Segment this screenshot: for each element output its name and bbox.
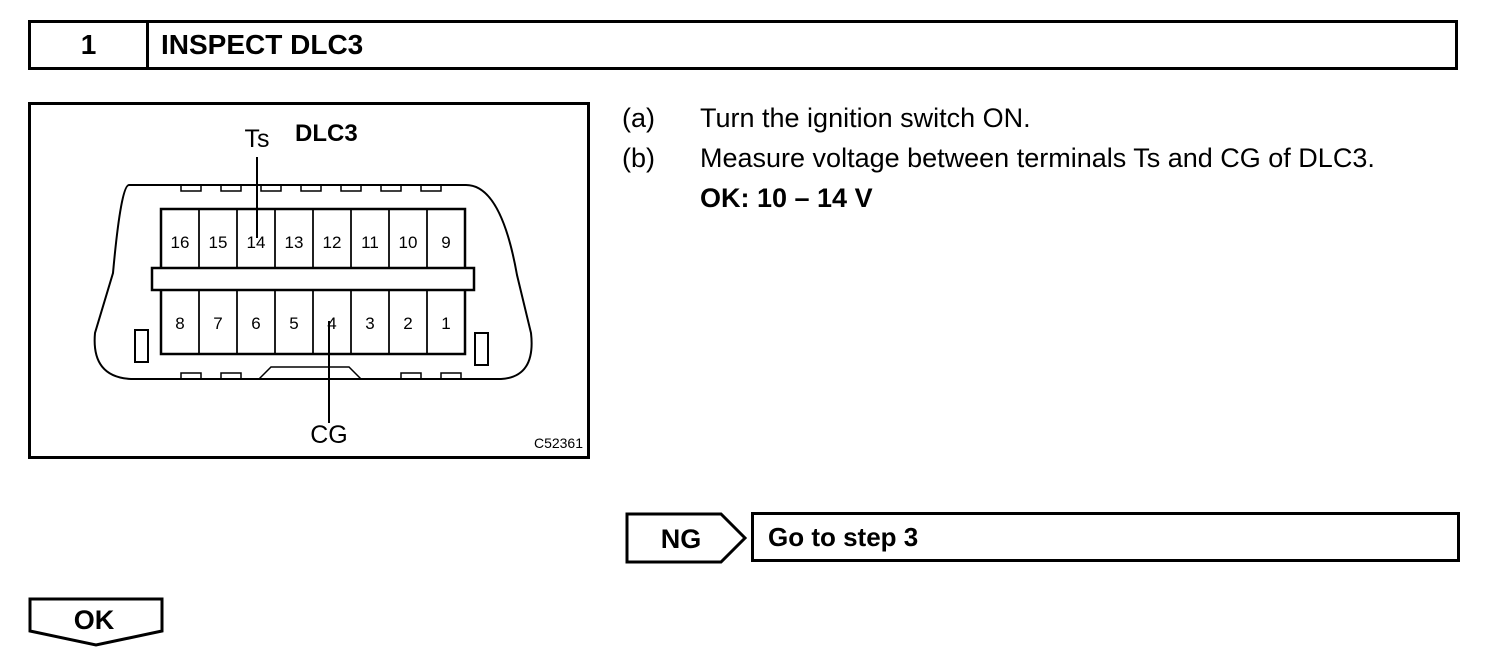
top-pin-row: 16 15 14 13 12 11 10 9 bbox=[160, 208, 466, 269]
dlc3-connector-diagram: 16 15 14 13 12 11 10 9 8 7 6 5 4 3 2 1 Ts DLC3 CG C523… bbox=[93, 120, 583, 451]
pin-number: 9 bbox=[441, 233, 450, 252]
pin-number: 14 bbox=[247, 233, 266, 252]
pin-cell bbox=[426, 289, 466, 355]
pin-number: 15 bbox=[209, 233, 228, 252]
pin-number: 4 bbox=[327, 314, 336, 333]
instruction-b: (b) Measure voltage between terminals Ts… bbox=[622, 138, 1482, 178]
figure-title: DLC3 bbox=[295, 120, 358, 147]
right-latch bbox=[474, 332, 489, 366]
instructions: (a) Turn the ignition switch ON. (b) Mea… bbox=[622, 98, 1482, 218]
pin-number: 6 bbox=[251, 314, 260, 333]
bottom-pin-row: 8 7 6 5 4 3 2 1 bbox=[160, 289, 466, 355]
instruction-text: Turn the ignition switch ON. bbox=[700, 103, 1031, 133]
pin-number: 7 bbox=[213, 314, 222, 333]
pin-separator-bar bbox=[150, 266, 476, 292]
figure-code: C52361 bbox=[534, 435, 583, 451]
connector-top-notches bbox=[180, 185, 442, 192]
pin-number: 2 bbox=[403, 314, 412, 333]
instruction-label: (a) bbox=[622, 103, 655, 133]
connector-bottom-notches bbox=[180, 372, 462, 379]
pin-number: 16 bbox=[171, 233, 190, 252]
ok-label: OK bbox=[74, 605, 115, 635]
ng-target-box: Go to step 3 bbox=[751, 512, 1460, 562]
ok-spec: OK: 10 – 14 V bbox=[700, 183, 873, 213]
ok-arrow-shape bbox=[28, 597, 164, 647]
dlc3-illustration: 16 15 14 13 12 11 10 9 8 7 6 5 4 3 2 1 Ts DLC3 CG C523… bbox=[28, 102, 590, 459]
connector-key bbox=[258, 366, 362, 380]
pin-number: 3 bbox=[365, 314, 374, 333]
pin-number: 5 bbox=[289, 314, 298, 333]
ok-tag: OK bbox=[28, 597, 168, 654]
ng-arrow-shape bbox=[625, 512, 748, 564]
instruction-text: Measure voltage between terminals Ts and… bbox=[700, 143, 1375, 173]
left-latch bbox=[134, 329, 149, 363]
connector-outline bbox=[93, 184, 533, 380]
step-header: 1 INSPECT DLC3 bbox=[28, 20, 1458, 70]
cg-label: CG bbox=[310, 421, 348, 449]
step-title: INSPECT DLC3 bbox=[161, 29, 364, 60]
ts-label: Ts bbox=[245, 125, 270, 153]
pin-number: 13 bbox=[285, 233, 304, 252]
instruction-label: (b) bbox=[622, 143, 655, 173]
pin-cell bbox=[426, 208, 466, 269]
pin-number: 8 bbox=[175, 314, 184, 333]
pin-number: 11 bbox=[361, 233, 379, 252]
ng-label: NG bbox=[661, 524, 702, 554]
pin-number: 12 bbox=[323, 233, 342, 252]
step-number: 1 bbox=[31, 23, 149, 67]
ng-target-text: Go to step 3 bbox=[768, 521, 919, 552]
instruction-a: (a) Turn the ignition switch ON. bbox=[622, 98, 1482, 138]
pin-number: 1 bbox=[441, 314, 450, 333]
pin-number: 10 bbox=[399, 233, 418, 252]
ng-tag: NG bbox=[625, 512, 749, 569]
